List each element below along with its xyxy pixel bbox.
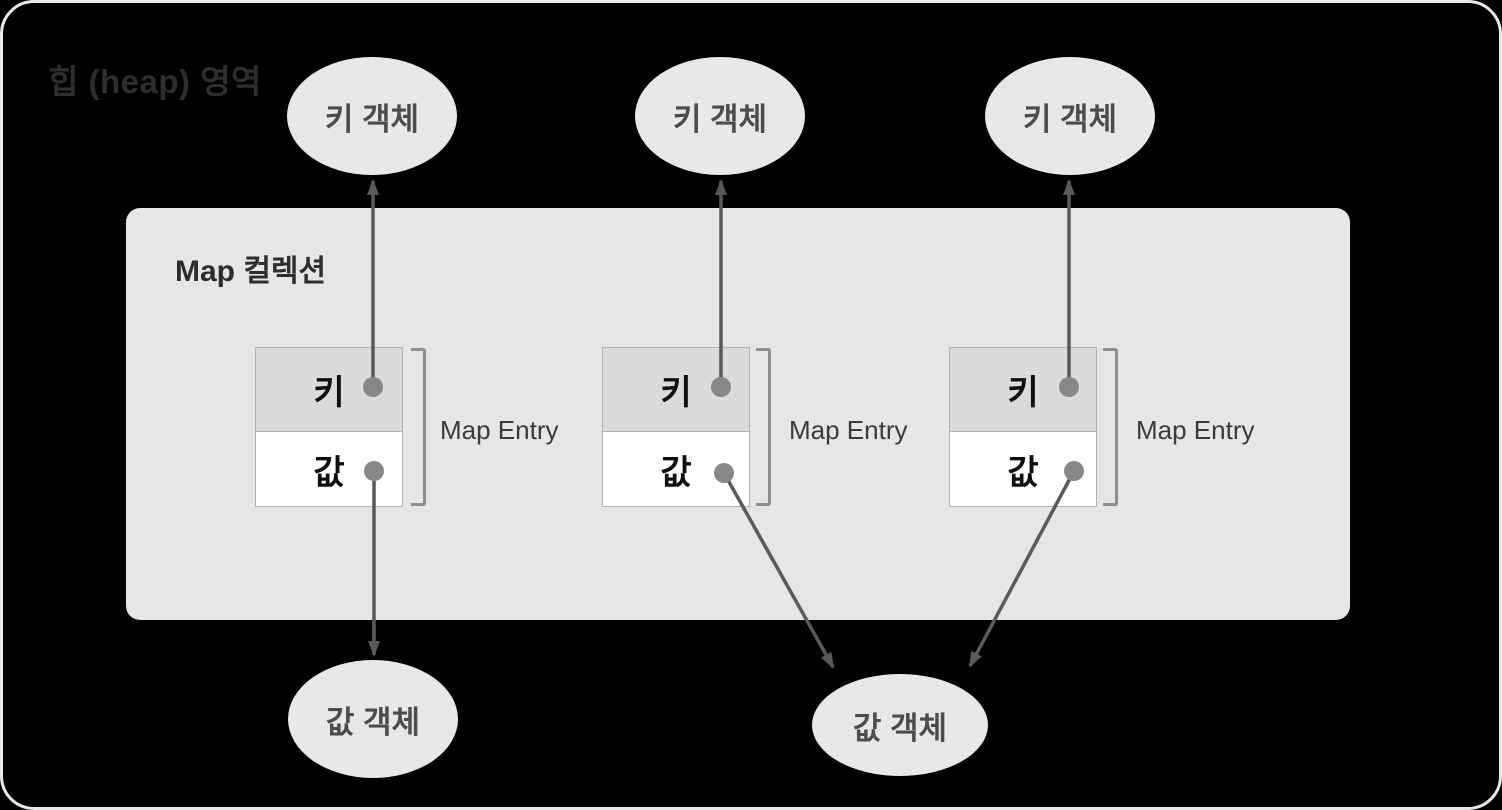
map-entry-box-1: 키 값 bbox=[255, 347, 403, 507]
map-entry-label-1: Map Entry bbox=[440, 415, 559, 445]
entry-bracket-3 bbox=[1103, 348, 1118, 506]
key-cell: 키 bbox=[256, 348, 402, 432]
entry-bracket-2 bbox=[756, 348, 771, 506]
entry-bracket-1 bbox=[411, 348, 426, 506]
map-entry-label-3: Map Entry bbox=[1136, 415, 1255, 445]
map-entry-label-2: Map Entry bbox=[789, 415, 908, 445]
value-object-label: 값 객체 bbox=[852, 710, 948, 746]
value-object-label: 값 객체 bbox=[325, 704, 421, 740]
value-cell: 값 bbox=[603, 432, 749, 506]
key-object-ellipse-1: 키 객체 bbox=[287, 57, 457, 175]
key-object-label: 키 객체 bbox=[672, 101, 768, 137]
map-entry-box-3: 키 값 bbox=[949, 347, 1097, 507]
key-object-ellipse-3: 키 객체 bbox=[985, 57, 1155, 175]
value-cell: 값 bbox=[950, 432, 1096, 506]
key-cell: 키 bbox=[950, 348, 1096, 432]
value-cell: 값 bbox=[256, 432, 402, 506]
value-object-ellipse-shared: 값 객체 bbox=[812, 674, 988, 776]
key-object-label: 키 객체 bbox=[324, 101, 420, 137]
key-object-label: 키 객체 bbox=[1022, 101, 1118, 137]
key-object-ellipse-2: 키 객체 bbox=[635, 57, 805, 175]
map-entry-box-2: 키 값 bbox=[602, 347, 750, 507]
heap-region-title: 힙 (heap) 영역 bbox=[48, 63, 262, 100]
key-cell: 키 bbox=[603, 348, 749, 432]
value-object-ellipse-1: 값 객체 bbox=[288, 660, 458, 778]
map-collection-title: Map 컬렉션 bbox=[175, 255, 327, 288]
